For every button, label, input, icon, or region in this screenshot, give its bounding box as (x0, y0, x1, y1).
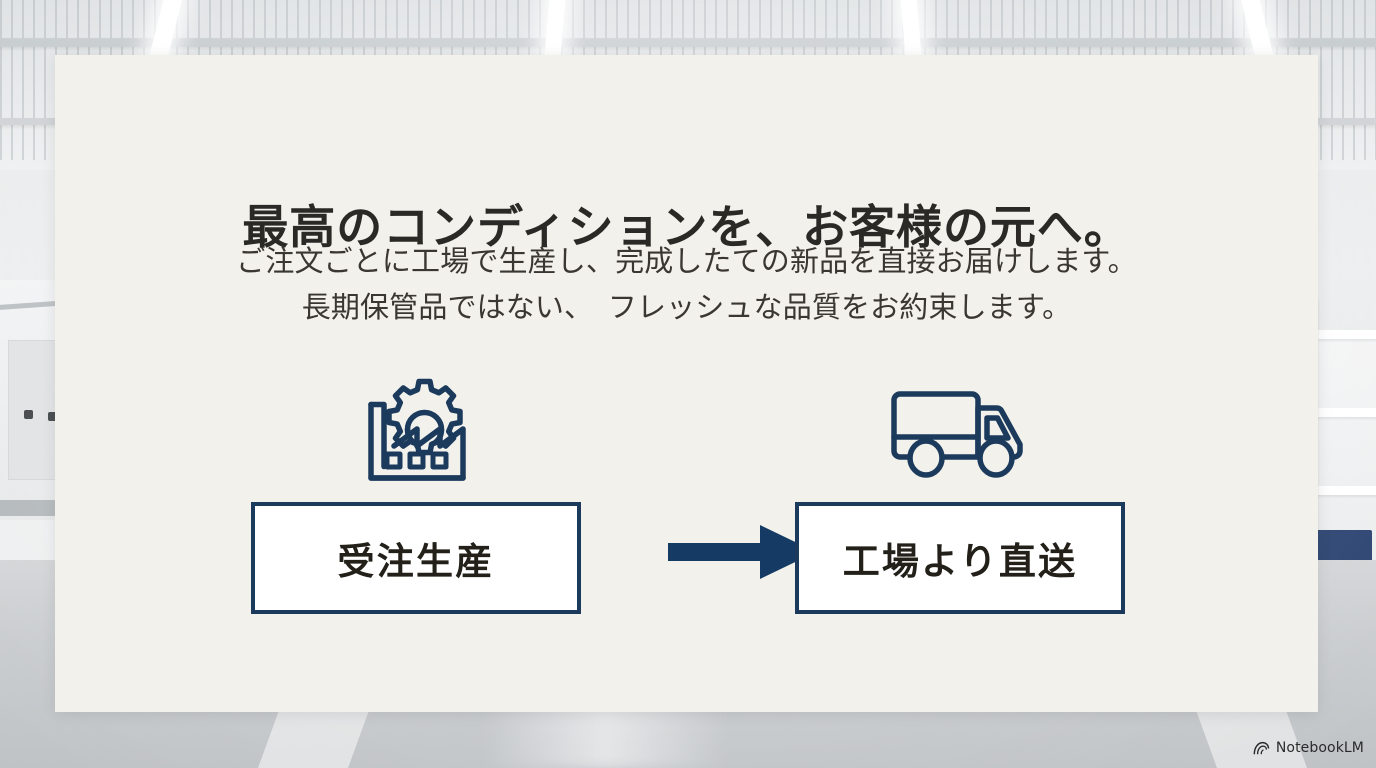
arrow-right-icon (660, 520, 825, 584)
content-card: 最高のコンディションを、お客様の元へ。 ご注文ごとに工場で生産し、完成したての新… (55, 55, 1318, 712)
flow-step-2-label: 工場より直送 (842, 540, 1078, 583)
delivery-truck-icon (795, 370, 1125, 490)
machine-control (24, 410, 33, 419)
flow-step-made-to-order: 受注生産 (251, 370, 581, 614)
page-title: 最高のコンディションを、お客様の元へ。 (242, 200, 1131, 254)
flow-step-2-box[interactable]: 工場より直送 (795, 502, 1125, 614)
notebooklm-watermark: NotebookLM (1253, 740, 1364, 756)
factory-gear-icon (251, 370, 581, 490)
page-subtitle: ご注文ごとに工場で生産し、完成したての新品を直接お届けします。 長期保管品ではな… (55, 239, 1318, 331)
flow-step-direct-from-factory: 工場より直送 (795, 370, 1125, 614)
subtitle-line-1: ご注文ごとに工場で生産し、完成したての新品を直接お届けします。 (236, 244, 1137, 278)
notebooklm-logo-icon (1253, 741, 1270, 756)
machine-control (48, 412, 57, 421)
flow-step-1-label: 受注生産 (337, 540, 495, 583)
flow-step-1-box[interactable]: 受注生産 (251, 502, 581, 614)
subtitle-line-2: 長期保管品ではない、 フレッシュな品質をお約束します。 (301, 289, 1072, 324)
notebooklm-label: NotebookLM (1275, 740, 1364, 756)
process-flow: 受注生産 (55, 370, 1318, 660)
